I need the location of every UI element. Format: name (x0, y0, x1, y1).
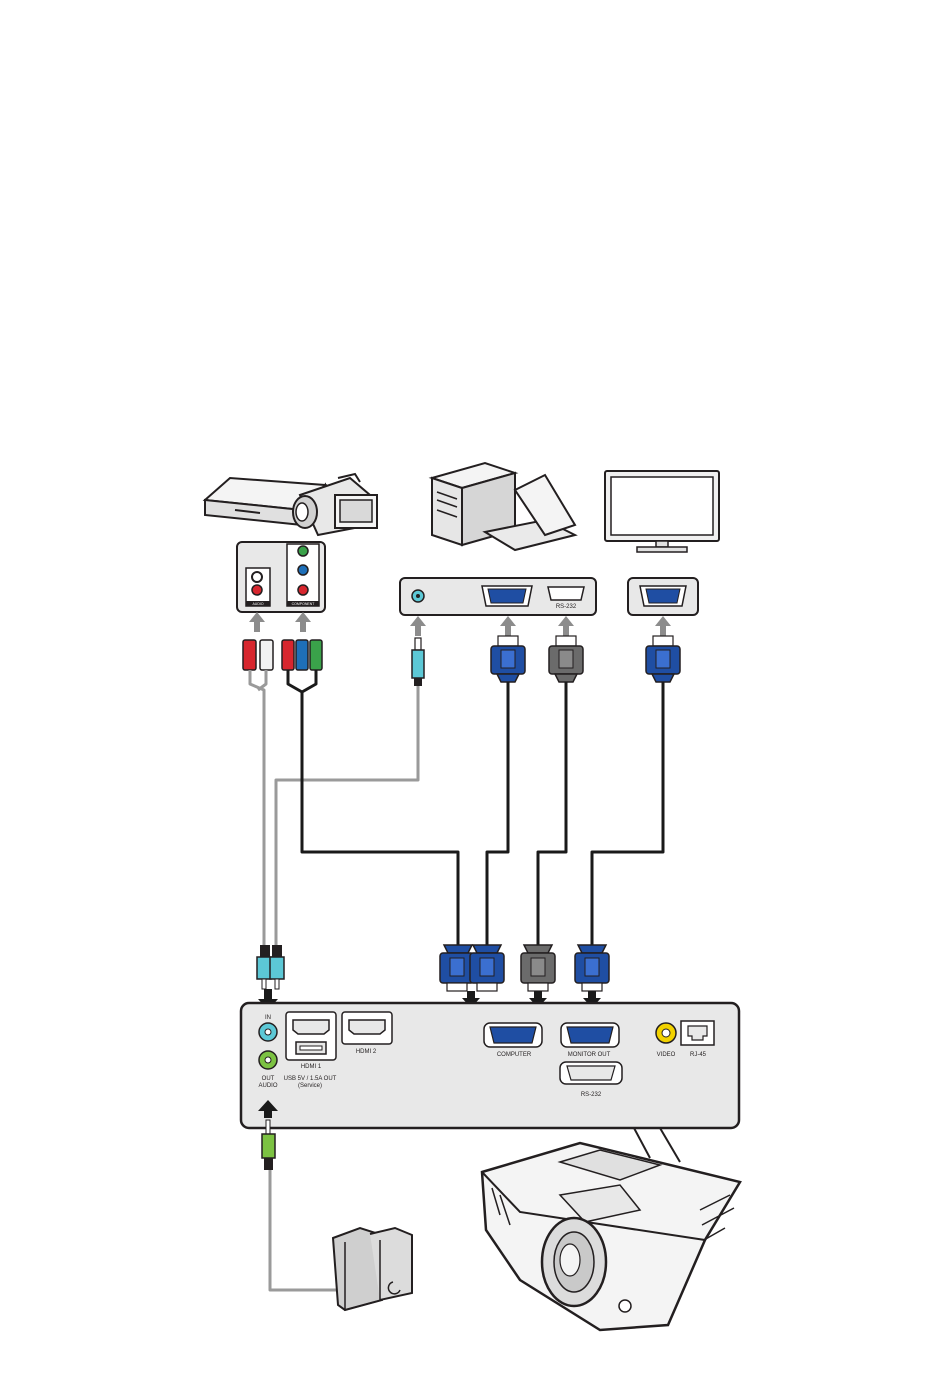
rs232-port (567, 1066, 615, 1080)
hdmi1-port (293, 1020, 329, 1034)
computer-and-laptop (432, 463, 575, 550)
audio-jack-plugs-bottom (257, 945, 284, 989)
rca-audio-plugs (243, 640, 273, 670)
monitor-input-panel (628, 578, 698, 615)
service-label: (Service) (298, 1083, 322, 1089)
vga-plug-computer-top (491, 636, 525, 682)
vga-plug-monitor-top (646, 636, 680, 682)
usb-label: USB 5V / 1.5A OUT (284, 1076, 337, 1082)
audio-out-label: OUT (262, 1076, 275, 1082)
rj45-label: RJ-45 (690, 1052, 707, 1058)
monitor-out-port (567, 1027, 613, 1043)
hdmi2-label: HDMI 2 (356, 1049, 377, 1055)
projector-rear-panel: IN OUT AUDIO HDMI 1 USB 5V / 1.5A OUT (S… (241, 1003, 739, 1128)
rs232-plug-top (549, 636, 583, 682)
hdmi2-port (349, 1020, 385, 1034)
computer-label: COMPUTER (497, 1052, 532, 1058)
hdmi1-label: HDMI 1 (301, 1064, 322, 1070)
audio-jack-plug-top (412, 638, 424, 686)
audio-in-label: IN (265, 1015, 271, 1021)
rs232-top-label: RS-232 (556, 604, 577, 610)
dvd-player-and-camcorder (205, 474, 377, 535)
monitor (605, 471, 719, 552)
audio-panel-label: AUDIO (252, 602, 263, 606)
pc-source-panel: RS-232 (400, 578, 596, 615)
component-plugs (282, 640, 322, 670)
component-panel-label: COMPONENT (292, 602, 316, 606)
audio-label: AUDIO (258, 1083, 277, 1089)
av-source-panel: AUDIO COMPONENT (237, 542, 325, 612)
video-label: VIDEO (657, 1052, 676, 1058)
speakers (333, 1228, 412, 1310)
rs232-bottom-label: RS-232 (581, 1092, 602, 1098)
projector (482, 1128, 740, 1330)
vga-plugs-bottom (440, 945, 609, 991)
computer-vga-port (490, 1027, 536, 1043)
monitor-out-label: MONITOR OUT (568, 1052, 611, 1058)
